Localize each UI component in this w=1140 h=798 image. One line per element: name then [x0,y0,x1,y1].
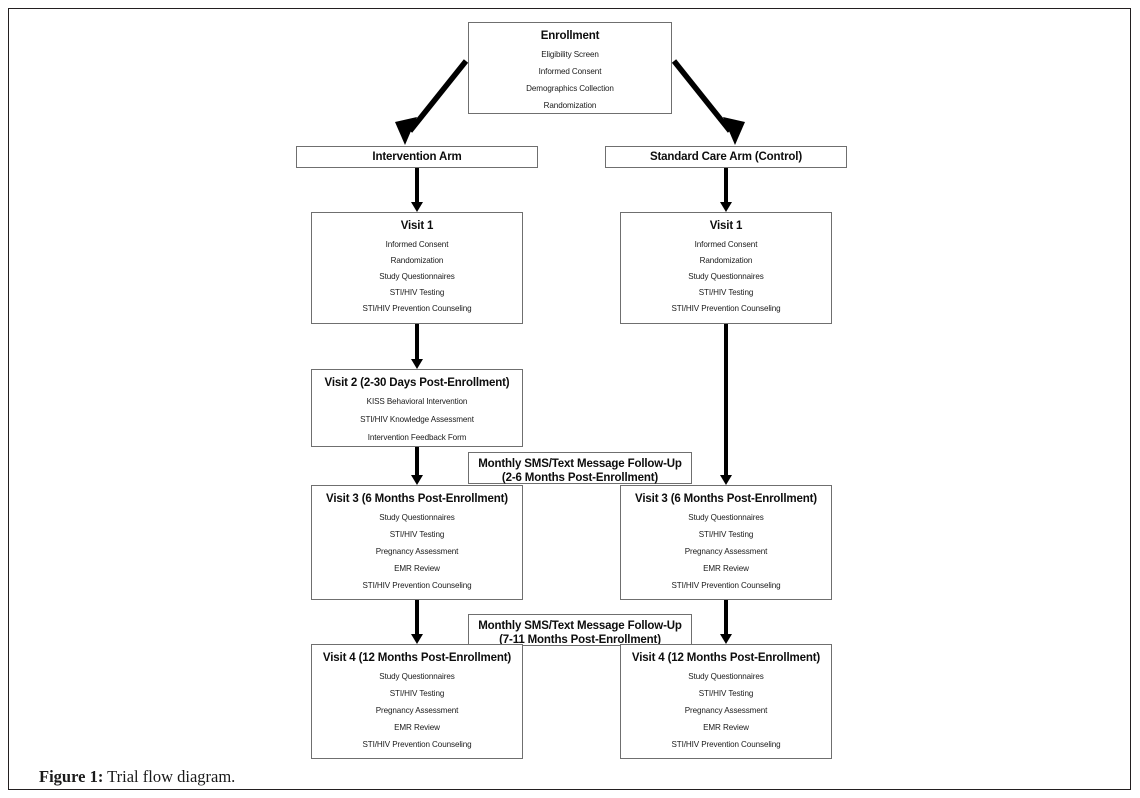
visit-item: Study Questionnaires [688,513,764,522]
enrollment-box: Enrollment Eligibility Screen Informed C… [468,22,672,114]
arrow-to-intervention-arm [395,59,469,145]
visit-title: Visit 3 (6 Months Post-Enrollment) [326,493,508,505]
visit-item: STI/HIV Prevention Counseling [671,740,781,749]
visit-item: STI/HIV Prevention Counseling [671,581,781,590]
visit-item: Pregnancy Assessment [375,706,459,715]
enrollment-item: Randomization [543,101,597,110]
visit-title: Visit 3 (6 Months Post-Enrollment) [635,493,817,505]
enrollment-item: Eligibility Screen [541,50,599,59]
visit-item: STI/HIV Prevention Counseling [362,740,472,749]
visit-item: KISS Behavioral Intervention [366,397,468,406]
enrollment-title: Enrollment [540,30,600,42]
flow-diagram-canvas: Enrollment Eligibility Screen Informed C… [9,9,1132,759]
visit-title: Visit 1 [400,220,434,232]
intervention-visit-4-box: Visit 4 (12 Months Post-Enrollment) Stud… [311,644,523,759]
visit-item: Study Questionnaires [379,513,455,522]
visit-item: STI/HIV Prevention Counseling [362,581,472,590]
visit-item: Randomization [390,256,444,265]
followup-line-1: Monthly SMS/Text Message Follow-Up [478,458,682,470]
visit-item: EMR Review [703,564,749,573]
visit-item: Informed Consent [385,240,449,249]
figure-frame: Enrollment Eligibility Screen Informed C… [8,8,1131,790]
visit-item: STI/HIV Testing [389,288,445,297]
visit-item: STI/HIV Testing [389,689,445,698]
arrow-control-visit1-to-visit3 [716,324,736,485]
enrollment-split-arrows [395,59,745,145]
arrow-control-arm-to-visit1 [716,168,736,212]
arrow-intervention-arm-to-visit1 [407,168,427,212]
followup-box-1: Monthly SMS/Text Message Follow-Up (2-6 … [468,452,692,484]
followup-line-1: Monthly SMS/Text Message Follow-Up [478,620,682,632]
visit-item: Pregnancy Assessment [375,547,459,556]
visit-title: Visit 4 (12 Months Post-Enrollment) [631,652,821,664]
arrow-to-control-arm [671,59,745,145]
enrollment-item: Informed Consent [538,67,602,76]
visit-item: STI/HIV Testing [389,530,445,539]
visit-item: STI/HIV Testing [698,530,754,539]
enrollment-item: Demographics Collection [526,84,614,93]
followup-line-2: (7-11 Months Post-Enrollment) [499,634,661,646]
visit-item: Randomization [699,256,753,265]
followup-line-2: (2-6 Months Post-Enrollment) [501,472,659,484]
visit-title: Visit 4 (12 Months Post-Enrollment) [322,652,512,664]
intervention-arm-box: Intervention Arm [296,146,538,168]
control-arm-box: Standard Care Arm (Control) [605,146,847,168]
arrow-intervention-visit2-to-visit3 [407,447,427,485]
control-visit-4-box: Visit 4 (12 Months Post-Enrollment) Stud… [620,644,832,759]
arrow-control-visit3-to-visit4 [716,600,736,644]
control-arm-label: Standard Care Arm (Control) [649,150,803,163]
visit-item: Study Questionnaires [688,272,764,281]
figure-caption: Figure 1: Trial flow diagram. [39,767,235,787]
followup-box-2: Monthly SMS/Text Message Follow-Up (7-11… [468,614,692,646]
intervention-arm-label: Intervention Arm [372,150,462,163]
visit-item: Informed Consent [694,240,758,249]
visit-item: EMR Review [703,723,749,732]
visit-item: Intervention Feedback Form [367,433,467,442]
visit-item: STI/HIV Knowledge Assessment [360,415,474,424]
visit-title: Visit 1 [709,220,743,232]
visit-item: Study Questionnaires [379,272,455,281]
intervention-visit-3-box: Visit 3 (6 Months Post-Enrollment) Study… [311,485,523,600]
visit-item: EMR Review [394,723,440,732]
arrow-intervention-visit3-to-visit4 [407,600,427,644]
control-visit-3-box: Visit 3 (6 Months Post-Enrollment) Study… [620,485,832,600]
intervention-visit-1-box: Visit 1 Informed Consent Randomization S… [311,212,523,324]
visit-item: STI/HIV Prevention Counseling [671,304,781,313]
visit-item: STI/HIV Testing [698,689,754,698]
figure-caption-label: Figure 1: [39,767,104,786]
visit-title: Visit 2 (2-30 Days Post-Enrollment) [324,377,510,389]
arrow-intervention-visit1-to-visit2 [407,324,427,369]
figure-caption-text: Trial flow diagram. [103,767,236,786]
visit-item: STI/HIV Prevention Counseling [362,304,472,313]
intervention-visit-2-box: Visit 2 (2-30 Days Post-Enrollment) KISS… [311,369,523,447]
visit-item: Pregnancy Assessment [684,706,768,715]
visit-item: EMR Review [394,564,440,573]
visit-item: Study Questionnaires [379,672,455,681]
visit-item: Pregnancy Assessment [684,547,768,556]
visit-item: Study Questionnaires [688,672,764,681]
visit-item: STI/HIV Testing [698,288,754,297]
control-visit-1-box: Visit 1 Informed Consent Randomization S… [620,212,832,324]
